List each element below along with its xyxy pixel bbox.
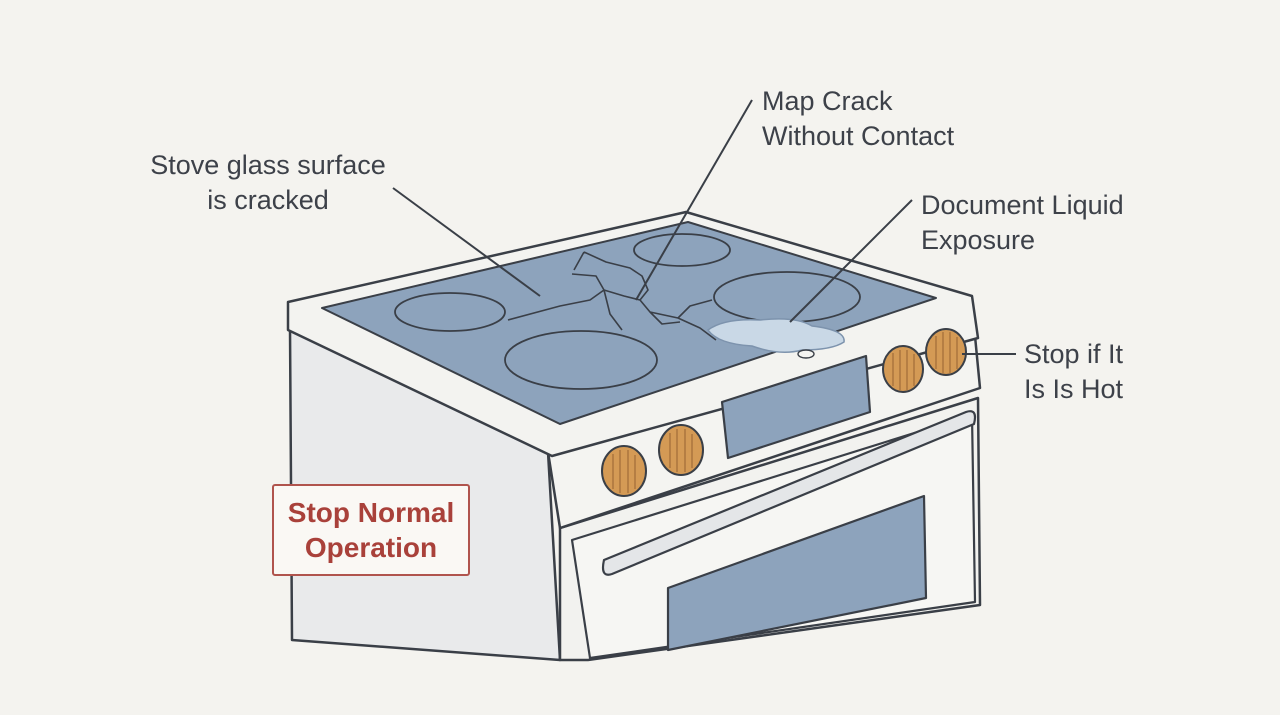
callout-line-crack-surface [392,187,541,297]
label-map-crack-line2: Without Contact [762,121,955,151]
label-stop-if-hot-line1: Stop if It [1024,339,1124,369]
oven-window [666,494,928,652]
knob-right-2 [925,328,967,376]
knob-left-1 [601,445,647,497]
warning-line1: Stop Normal [287,497,455,528]
warning-line2: Operation [304,532,438,563]
display-panel [720,354,872,460]
knob-left-2 [658,424,704,476]
glass-crack [507,251,717,341]
burner-back-right [633,233,731,267]
oven-handle [601,410,977,576]
label-map-crack: Map Crack Without Contact [762,84,954,154]
indicator-light [797,349,815,359]
label-stop-if-hot-line2: Is Is Hot [1024,374,1124,404]
label-liquid-exposure: Document Liquid Exposure [921,188,1124,258]
label-glass-cracked-line2: is cracked [207,185,329,215]
burner-back-left [394,292,506,332]
callout-line-liquid [789,199,913,323]
knob-right-1 [882,345,924,393]
label-glass-cracked: Stove glass surface is cracked [150,148,386,218]
burner-front-left [504,330,658,390]
callout-line-map-crack [635,99,753,301]
label-glass-cracked-line1: Stove glass surface [150,150,386,180]
label-liquid-exposure-line1: Document Liquid [921,190,1124,220]
liquid-puddle [706,318,845,353]
label-liquid-exposure-line2: Exposure [921,225,1036,255]
label-stop-if-hot: Stop if It Is Is Hot [1024,337,1123,407]
label-map-crack-line1: Map Crack [762,86,893,116]
warning-stop-normal-operation: Stop Normal Operation [272,484,470,576]
